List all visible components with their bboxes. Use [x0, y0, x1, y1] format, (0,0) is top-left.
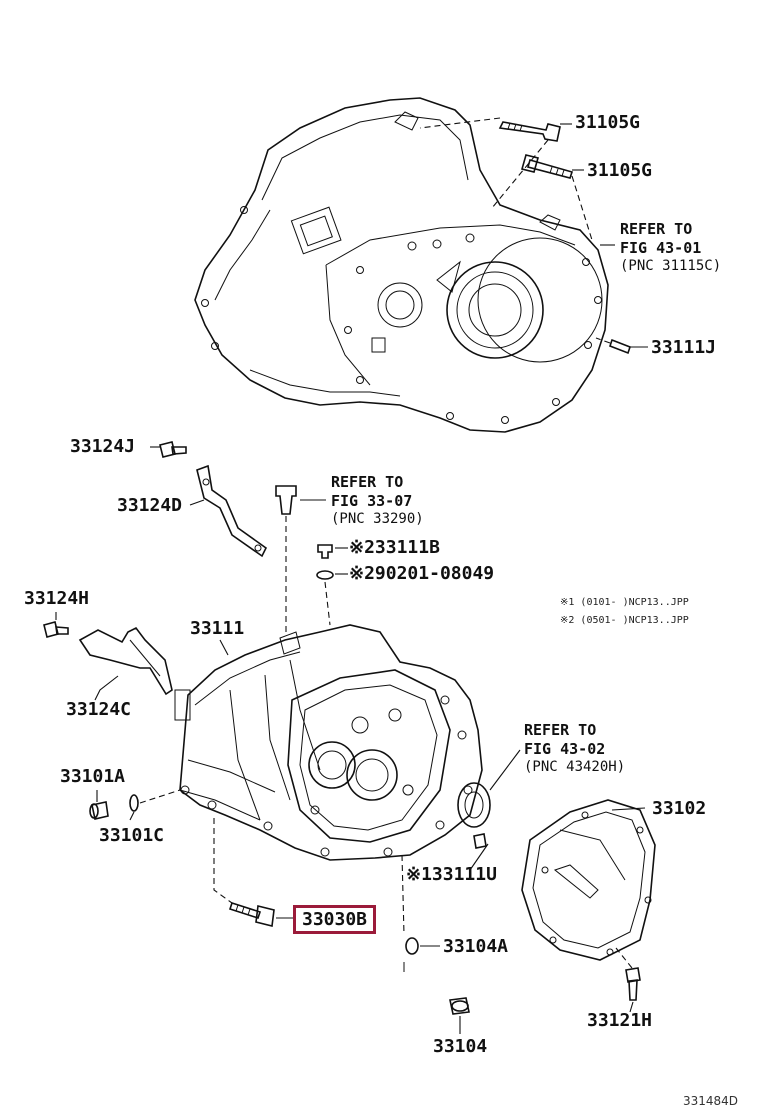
bracket-33124c-drawing — [78, 626, 173, 696]
oil-seal-drawing — [457, 782, 491, 828]
lower-housing-drawing — [174, 624, 483, 861]
plug-33104-drawing — [449, 997, 470, 1015]
refer-note-fig-33-07[interactable]: REFER TO FIG 33-07 (PNC 33290) — [331, 473, 424, 528]
drain-plug-33101a-drawing — [89, 789, 181, 820]
part-label-33111u[interactable]: ※133111U — [406, 864, 497, 885]
refer-fig: FIG 43-01 — [620, 238, 702, 257]
pin-33111u-drawing — [473, 833, 487, 849]
refer-pnc: (PNC 33290) — [331, 510, 424, 527]
part-label-33030b-highlighted[interactable]: 33030B — [293, 905, 377, 934]
pin-33111j-drawing — [595, 337, 631, 355]
bolt-31105g-drawing — [498, 121, 574, 179]
part-label-31105g-lower[interactable]: 31105G — [587, 160, 653, 181]
part-label-290201-08049[interactable]: ※290201-08049 — [349, 563, 495, 584]
leader-lines — [55, 123, 648, 1034]
part-label-31105g-upper[interactable]: 31105G — [575, 112, 641, 133]
figure-id: 331484D — [683, 1094, 739, 1108]
upper-housing-drawing — [194, 97, 609, 433]
refer-title: REFER TO — [620, 220, 693, 238]
refer-fig: FIG 33-07 — [331, 491, 413, 510]
refer-title: REFER TO — [331, 473, 404, 491]
part-label-33124d[interactable]: 33124D — [117, 495, 183, 516]
refer-pnc: (PNC 43420H) — [524, 758, 626, 775]
part-label-33102[interactable]: 33102 — [652, 798, 707, 819]
refer-note-fig-43-01[interactable]: REFER TO FIG 43-01 (PNC 31115C) — [620, 220, 721, 275]
part-label-33111b[interactable]: ※233111B — [349, 537, 440, 558]
applicability-note-2: ※2 (0501- )NCP13..JPP — [560, 615, 689, 626]
bracket-33124d-drawing — [196, 464, 268, 558]
refer-pnc: (PNC 31115C) — [620, 257, 722, 274]
breather-plug-drawing — [275, 485, 297, 636]
refer-title: REFER TO — [524, 721, 597, 739]
refer-note-fig-43-02[interactable]: REFER TO FIG 43-02 (PNC 43420H) — [524, 721, 625, 776]
gasket-33104a-drawing — [401, 854, 419, 972]
bolt-33124h-drawing — [43, 621, 69, 638]
bolt-33121h-drawing — [615, 947, 641, 1001]
part-label-33124h[interactable]: 33124H — [24, 588, 90, 609]
part-label-33111[interactable]: 33111 — [190, 618, 245, 639]
part-label-33101a[interactable]: 33101A — [60, 766, 126, 787]
refer-fig: FIG 43-02 — [524, 739, 606, 758]
bolt-33124j-drawing — [159, 441, 187, 458]
part-label-33111j[interactable]: 33111J — [651, 337, 717, 358]
part-label-33104a[interactable]: 33104A — [443, 936, 509, 957]
part-label-33124j[interactable]: 33124J — [70, 436, 136, 457]
plug-33111b-drawing — [316, 544, 334, 626]
applicability-note-1: ※1 (0101- )NCP13..JPP — [560, 597, 689, 608]
cover-33102-drawing — [521, 799, 656, 961]
part-label-33101c[interactable]: 33101C — [99, 825, 165, 846]
part-label-33104[interactable]: 33104 — [433, 1036, 488, 1057]
bolt-33030b-drawing — [213, 818, 275, 927]
part-label-33124c[interactable]: 33124C — [66, 699, 132, 720]
part-label-33121h[interactable]: 33121H — [587, 1010, 653, 1031]
